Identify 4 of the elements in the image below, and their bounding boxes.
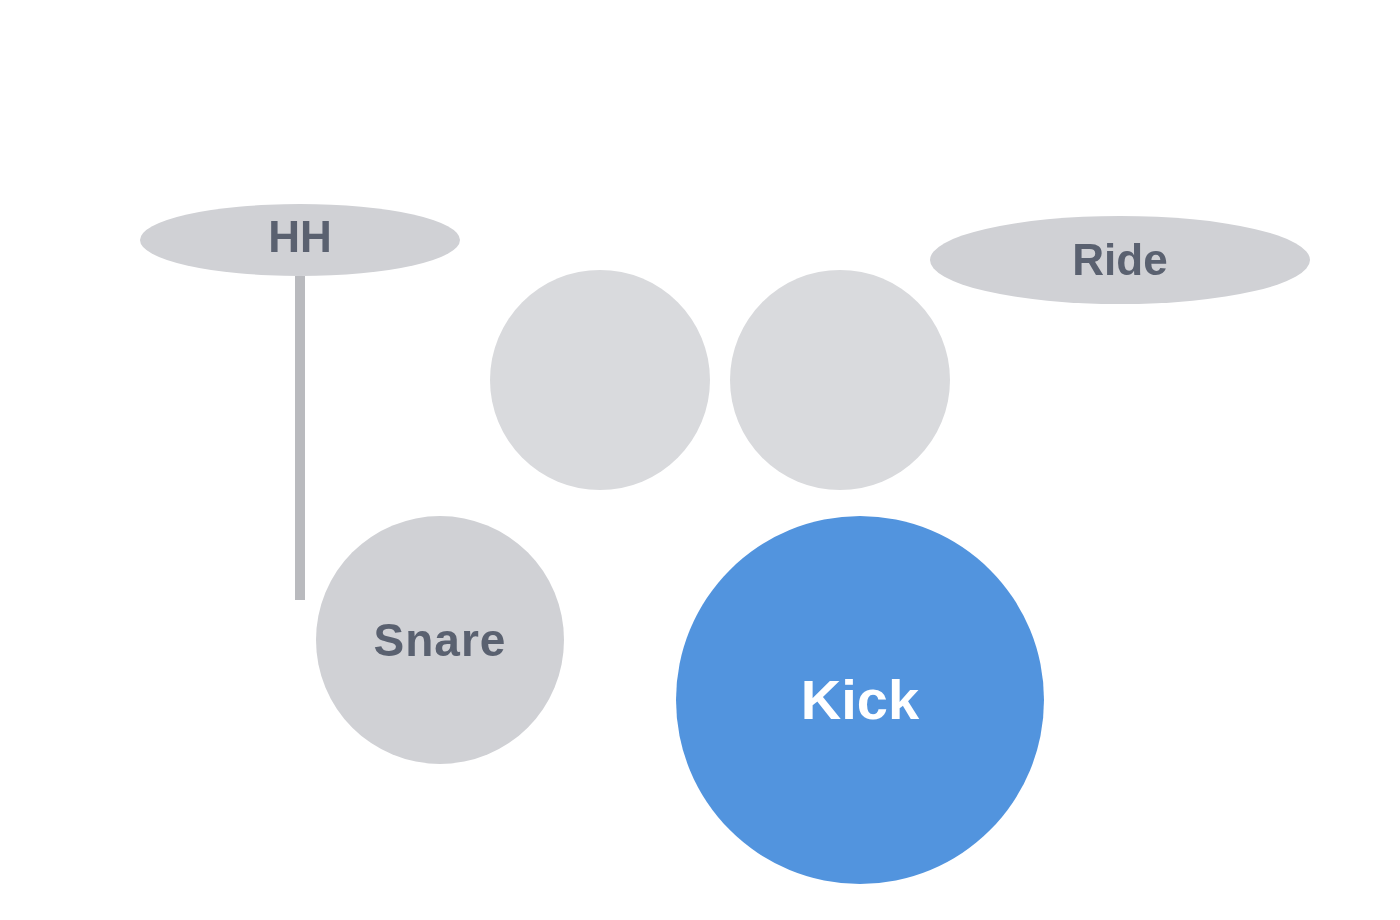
drum-label: Ride	[1072, 238, 1168, 282]
drum-label: HH	[268, 215, 332, 259]
drum-label: Snare	[373, 617, 507, 663]
drum-label: Kick	[800, 672, 920, 728]
